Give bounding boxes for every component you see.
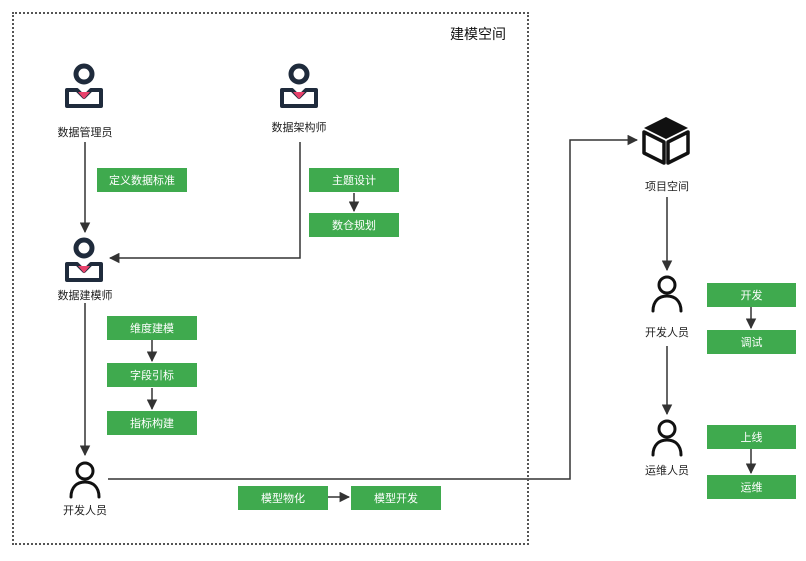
person-with-heart-icon: [65, 63, 103, 108]
task-model-develop[interactable]: 模型开发: [351, 486, 441, 510]
actor-project-developer[interactable]: 开发人员: [645, 326, 689, 339]
modeling-space-region: [12, 12, 529, 545]
task-maintain[interactable]: 运维: [707, 475, 796, 499]
person-with-heart-icon: [280, 63, 318, 108]
actor-ops[interactable]: 运维人员: [645, 464, 689, 477]
project-space-label[interactable]: 项目空间: [645, 180, 689, 193]
task-go-live[interactable]: 上线: [707, 425, 796, 449]
modeling-space-title: 建模空间: [450, 27, 506, 43]
task-metric-build[interactable]: 指标构建: [107, 411, 197, 435]
actor-data-manager[interactable]: 数据管理员: [57, 126, 113, 139]
task-field-reference[interactable]: 字段引标: [107, 363, 197, 387]
task-model-materialize[interactable]: 模型物化: [238, 486, 328, 510]
actor-data-architect[interactable]: 数据架构师: [271, 121, 327, 134]
person-outline-icon: [69, 461, 101, 499]
task-subject-design[interactable]: 主题设计: [309, 168, 399, 192]
actor-data-modeler[interactable]: 数据建模师: [57, 289, 113, 302]
arrow-architect-to-modeler: [108, 142, 301, 264]
task-dimension-modeling[interactable]: 维度建模: [107, 316, 197, 340]
cube-icon: [642, 117, 690, 165]
task-develop[interactable]: 开发: [707, 283, 796, 307]
person-outline-icon: [651, 419, 683, 457]
task-warehouse-planning[interactable]: 数仓规划: [309, 213, 399, 237]
person-with-heart-icon: [65, 237, 103, 282]
arrow-developer-to-project: [108, 134, 639, 480]
person-outline-icon: [651, 275, 683, 313]
actor-developer[interactable]: 开发人员: [63, 504, 107, 517]
task-debug[interactable]: 调试: [707, 330, 796, 354]
task-define-standards[interactable]: 定义数据标准: [97, 168, 187, 192]
